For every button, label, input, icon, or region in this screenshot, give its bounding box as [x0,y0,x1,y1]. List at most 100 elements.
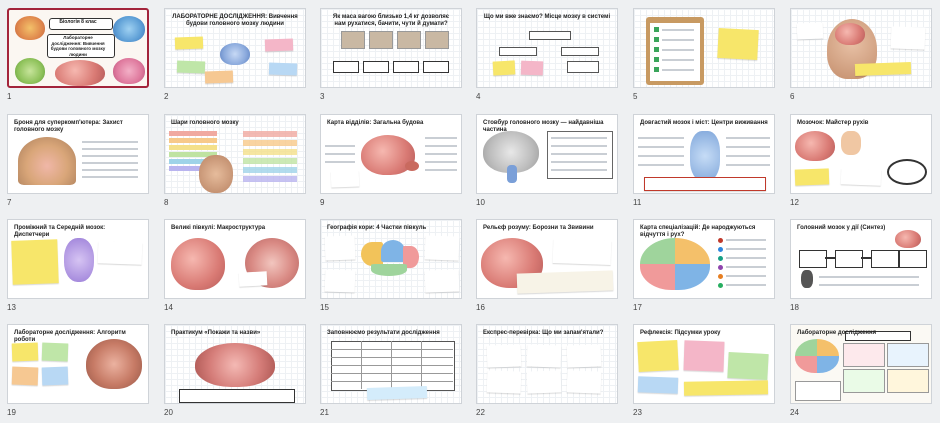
sticky-note [330,170,360,188]
text-line [325,153,355,155]
sticky-note [566,344,602,368]
slide-preview[interactable] [633,8,775,88]
slide-number: 12 [790,198,799,207]
sticky-note [11,239,59,285]
slide-preview[interactable]: Головний мозок у дії (Синтез) [790,219,932,299]
sticky-note [683,340,725,372]
text-line [638,164,684,166]
brain-illustration [220,43,250,65]
hand-icon [841,131,861,155]
sticky-note [238,271,268,287]
photo [425,31,449,49]
slide-preview[interactable]: Рельєф розуму: Борозни та Звивини [476,219,618,299]
brain-illustration [640,238,710,290]
lobe-occipital [403,246,419,268]
slide-title: Довгастий мозок і міст: Центри виживання [640,120,768,126]
slide-preview[interactable]: Проміжний та Середній мозок: Диспетчери [7,219,149,299]
slide-subtitle: Лабораторне дослідження: Вивчення будови… [50,35,106,57]
slide-preview[interactable]: Стовбур головного мозку — найдавніша час… [476,114,618,194]
slide-preview[interactable]: Експрес-перевірка: Що ми запам'ятали? [476,324,618,404]
slide-preview[interactable]: Мозочок: Майстер рухів [790,114,932,194]
col-line [361,341,362,389]
sticky-note [176,60,206,74]
col-line [421,341,422,389]
slide-preview[interactable] [790,8,932,88]
slide-preview[interactable]: Рефлексія: Підсумки уроку [633,324,775,404]
sticky-note [520,60,544,76]
node [499,47,537,56]
sticky-note [644,177,766,191]
brain-illustration [15,16,45,40]
slide-title: ЛАБОРАТОРНЕ ДОСЛІДЖЕННЯ: Вивчення будови… [172,14,298,27]
brain-illustration [113,16,145,42]
slide-preview[interactable]: Броня для суперкомп'ютера: Захист головн… [7,114,149,194]
flow-stage [871,250,899,268]
flow-step [393,61,419,73]
legend-dot [718,274,723,279]
brain-illustration [835,23,865,45]
slide-title: Як маса вагою близько 1,4 кг дозволяє на… [332,14,450,27]
slide-preview[interactable]: Як маса вагою близько 1,4 кг дозволяє на… [320,8,462,88]
text-line [726,146,770,148]
slide-title: Головний мозок у дії (Синтез) [797,225,886,231]
slide-number: 6 [790,92,795,101]
brain-illustration [795,339,839,373]
sticky-note [268,62,298,76]
slide-preview[interactable]: Географія кори: 4 Частки півкуль [320,219,462,299]
slide-preview[interactable]: Шари головного мозку [164,114,306,194]
slide-preview[interactable]: Великі півкулі: Макроструктура [164,219,306,299]
slide-preview[interactable]: Лабораторне дослідження: Алгоритм роботи [7,324,149,404]
row-line [331,349,453,350]
title-banner [49,18,113,30]
legend-dot [718,265,723,270]
slide-number: 19 [7,408,16,417]
stem-model [690,131,720,181]
brain-illustration [195,343,275,387]
slide-preview[interactable]: Лабораторне дослідження [790,324,932,404]
sticky-note [516,270,614,294]
text-line [551,169,607,171]
text-line [726,239,766,241]
slide-number: 8 [164,198,169,207]
sticky-note [637,376,679,394]
node [567,61,599,73]
slide-preview[interactable]: Карта спеціалізацій: Де народжуються від… [633,219,775,299]
checkbox [654,57,659,62]
photo [369,31,393,49]
slide-number: 23 [633,408,642,417]
text-line [662,69,694,71]
slide-preview[interactable]: Що ми вже знаємо? Місце мозку в системі [476,8,618,88]
slide-title: Практикум «Покажи та назви» [171,330,261,336]
text-line [325,161,355,163]
slide-title: Броня для суперкомп'ютера: Захист головн… [14,120,123,133]
slide-number: 11 [633,198,642,207]
checkbox [654,47,659,52]
sticky-note [486,370,522,394]
slide-number: 1 [7,92,12,101]
label-tag [243,149,297,155]
slide-preview[interactable]: Довгастий мозок і міст: Центри виживання [633,114,775,194]
lobe-frontal [361,242,383,266]
text-line [325,145,355,147]
slide-number: 22 [476,408,485,417]
sticky-note [854,62,912,76]
text-line [551,153,607,155]
slide-title: Рельєф розуму: Борозни та Звивини [483,225,594,231]
slide-preview[interactable]: ЛАБОРАТОРНЕ ДОСЛІДЖЕННЯ: Вивчення будови… [164,8,306,88]
flow-step [423,61,449,73]
slide-preview[interactable]: Заповнюємо результати дослідження [320,324,462,404]
sticky-note [324,235,356,261]
slide-title: Заповнюємо результати дослідження [327,330,440,336]
slide-title: Шари головного мозку [171,120,239,126]
slide-title: Експрес-перевірка: Що ми запам'ятали? [483,330,604,336]
brainstem [507,165,517,183]
slide-preview[interactable]: Карта відділів: Загальна будова [320,114,462,194]
text-line [425,169,457,171]
slide-number: 16 [476,303,485,312]
photo [341,31,365,49]
footer-strip [795,381,841,401]
slide-preview[interactable]: Практикум «Покажи та назви» [164,324,306,404]
text-line [425,153,457,155]
